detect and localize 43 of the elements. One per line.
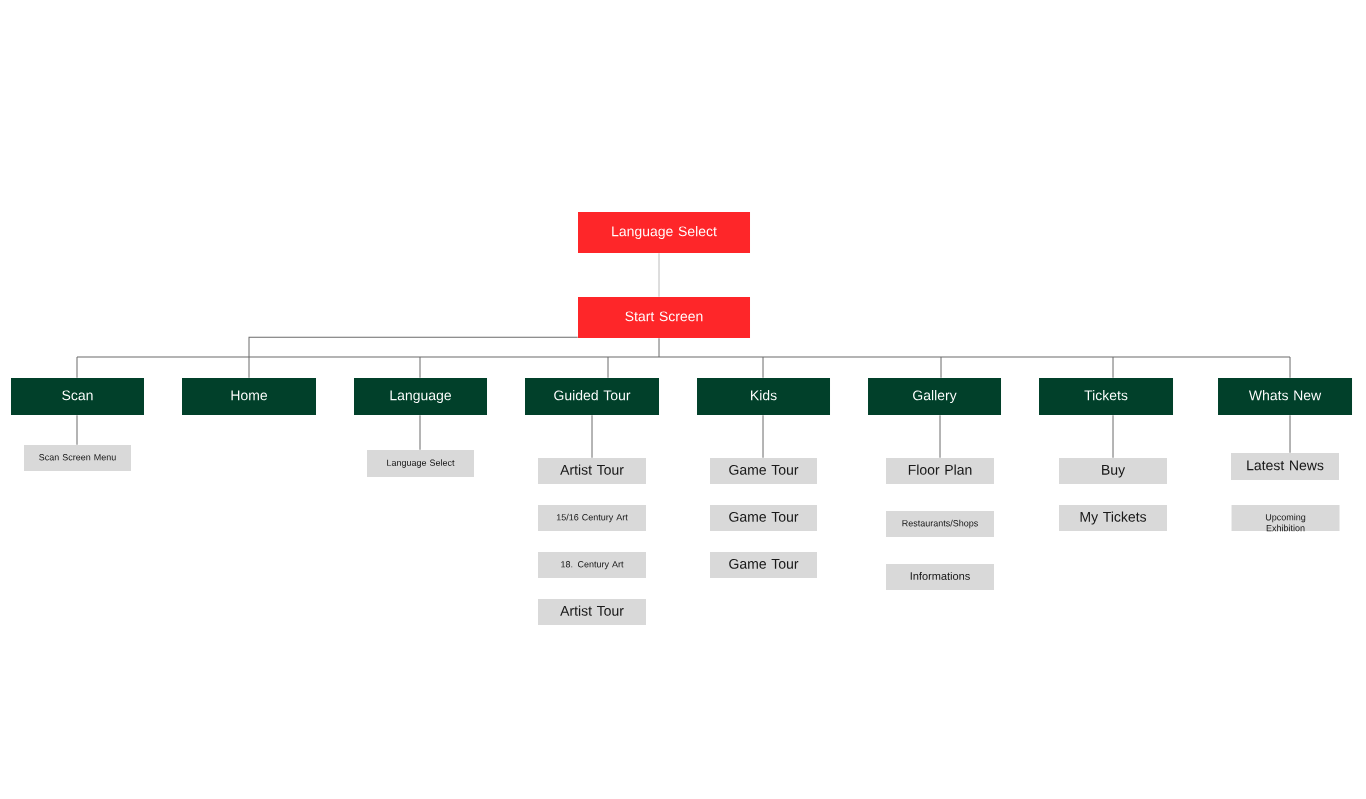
screen-box: Start Screen (578, 297, 750, 338)
subpage-box: Informations (886, 564, 994, 590)
connector-line (658, 252, 660, 298)
connector-line (1289, 414, 1291, 454)
subpage-box: Floor Plan (886, 458, 994, 484)
section-box: Guided Tour (525, 378, 659, 415)
subpage-box: Buy (1059, 458, 1167, 484)
connector-line (591, 414, 593, 459)
connector-line (607, 356, 609, 379)
subpage-box: Latest News (1231, 453, 1339, 480)
connector-line (939, 414, 941, 459)
connector-line (1112, 356, 1114, 379)
section-box: Kids (697, 378, 830, 415)
connector-line (762, 414, 764, 459)
section-box: Whats New (1218, 378, 1352, 415)
subpage-box: Game Tour (710, 505, 817, 531)
section-box: Gallery (868, 378, 1001, 415)
connector-line (419, 414, 421, 451)
subpage-box: Game Tour (710, 458, 817, 484)
subpage-box: Artist Tour (538, 599, 646, 625)
subpage-box: Restaurants/Shops (886, 511, 994, 537)
subpage-box: Scan Screen Menu (24, 445, 131, 471)
connector-line (76, 414, 78, 446)
connector-line (248, 336, 579, 379)
connector-line (1289, 356, 1291, 379)
connector-line (1112, 414, 1114, 459)
connector-line (419, 356, 421, 379)
subpage-box: 15/16 Century Art (538, 505, 646, 531)
section-box: Tickets (1039, 378, 1173, 415)
subpage-box: Artist Tour (538, 458, 646, 484)
connector-line (76, 337, 1291, 358)
subpage-box: 18. Century Art (538, 552, 646, 578)
connector-line (76, 356, 78, 379)
screen-box: Language Select (578, 212, 750, 253)
section-box: Language (354, 378, 487, 415)
subpage-box: Upcoming Exhibition (1231, 505, 1340, 532)
subpage-box: Language Select (367, 450, 474, 477)
connector-line (940, 356, 942, 379)
section-box: Home (182, 378, 316, 415)
section-box: Scan (11, 378, 144, 415)
connector-line (762, 356, 764, 379)
subpage-box: Game Tour (710, 552, 817, 578)
subpage-box: My Tickets (1059, 505, 1167, 531)
